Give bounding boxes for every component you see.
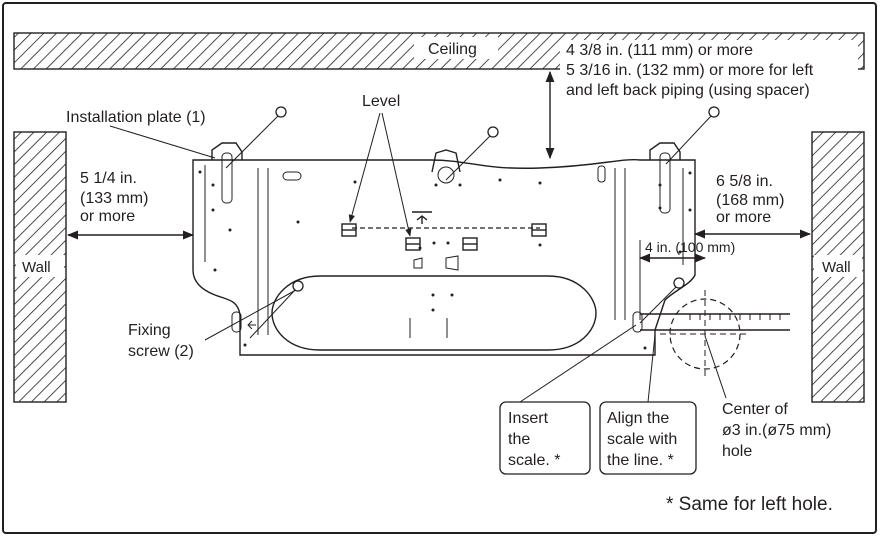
ceiling-label-bg <box>414 37 498 59</box>
plate-hook-right <box>649 142 681 160</box>
top-clearance-line-1: 4 3/8 in. (111 mm) or more <box>566 42 753 59</box>
align-line-2: scale with <box>607 431 677 448</box>
plate-slot-4 <box>632 311 643 333</box>
top-clearance-line-2: 5 3/16 in. (132 mm) or more for left <box>566 62 814 79</box>
plate-inner-frame <box>204 165 684 335</box>
hole-center-leader <box>704 335 727 399</box>
plate-holes <box>198 170 692 350</box>
scale-ticks <box>689 314 781 320</box>
level-label: Level <box>362 93 400 110</box>
plate-slot-1 <box>282 171 302 181</box>
plate-hook-left-slot <box>221 152 233 204</box>
right-wall-label-bg <box>814 255 862 277</box>
screw-top-right <box>665 106 720 165</box>
insert-line-3: scale. * <box>508 452 560 469</box>
hole-center-line-3: hole <box>722 443 752 460</box>
plate-hook-left <box>211 142 243 160</box>
screw-top-center <box>445 126 499 181</box>
installation-plate-outline <box>192 158 696 356</box>
plate-oval-opening <box>271 275 597 351</box>
plate-scale-marks <box>247 318 448 338</box>
plate-cutout-1 <box>413 257 423 269</box>
align-line-3: the line. * <box>607 452 674 469</box>
installation-plate-label: Installation plate (1) <box>66 109 206 126</box>
ceiling-label: Ceiling <box>428 41 477 58</box>
insert-scale-callout <box>499 401 591 475</box>
clearance-label-bg <box>560 40 858 102</box>
insert-leader <box>519 324 637 403</box>
left-clearance-line-2: (133 mm) <box>80 190 148 207</box>
fixing-screw-line-2: screw (2) <box>128 343 194 360</box>
plate-slot-2 <box>597 165 606 183</box>
level-leader-1 <box>348 112 381 223</box>
hole-center-line-2: ø3 in.(ø75 mm) <box>722 422 831 439</box>
align-leader <box>647 334 656 403</box>
fixing-screw-leader <box>204 289 297 341</box>
insert-line-1: Insert <box>508 410 549 427</box>
align-line-1: Align the <box>607 410 669 427</box>
plate-slot-3 <box>231 311 242 333</box>
plate-hook-right-slot <box>659 152 671 214</box>
footnote: * Same for left hole. <box>666 494 833 515</box>
screw-top-left <box>225 106 287 169</box>
hole-center-line-1: Center of <box>722 401 788 418</box>
insert-line-2: the <box>508 431 530 448</box>
fixing-screw-line-1: Fixing <box>128 322 171 339</box>
screw-fixing-right <box>639 277 685 324</box>
hole-offset-label: 4 in. (100 mm) <box>645 239 735 255</box>
top-clearance-line-3: and left back piping (using spacer) <box>566 82 810 99</box>
plate-hook-center <box>431 149 461 173</box>
level-marks <box>341 211 547 251</box>
right-clearance-line-2: (168 mm) <box>716 192 784 209</box>
plate-hole-center <box>437 166 455 184</box>
right-clearance-line-3: or more <box>716 209 771 226</box>
screw-fixing-left <box>249 280 304 339</box>
level-leader-2 <box>381 112 412 237</box>
left-wall-label-bg <box>16 255 64 277</box>
left-clearance-line-3: or more <box>80 208 135 225</box>
left-wall-label: Wall <box>22 259 51 276</box>
installation-plate-leader <box>109 125 216 159</box>
left-clearance-line-1: 5 1/4 in. <box>80 170 137 187</box>
right-clearance-line-1: 6 5/8 in. <box>716 173 773 190</box>
right-wall-label: Wall <box>822 259 851 276</box>
plate-cutout-2 <box>445 255 459 271</box>
